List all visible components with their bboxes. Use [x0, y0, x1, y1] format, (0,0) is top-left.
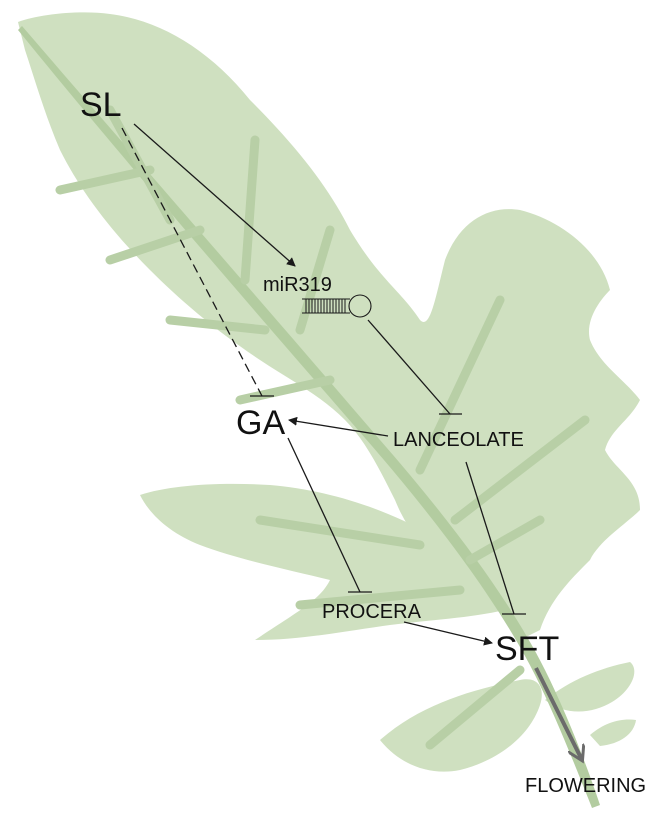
edge-procera-to-sft — [404, 622, 492, 643]
node-flowering: FLOWERING — [525, 775, 646, 797]
right-tiny-leaflet — [590, 720, 636, 746]
node-sl: SL — [80, 86, 122, 124]
node-sft: SFT — [495, 630, 559, 668]
node-procera: PROCERA — [322, 601, 422, 623]
node-lanceolate: LANCEOLATE — [393, 429, 524, 451]
node-mir319: miR319 — [263, 274, 332, 296]
bottom-leaflet — [380, 679, 542, 771]
node-ga: GA — [236, 404, 285, 442]
